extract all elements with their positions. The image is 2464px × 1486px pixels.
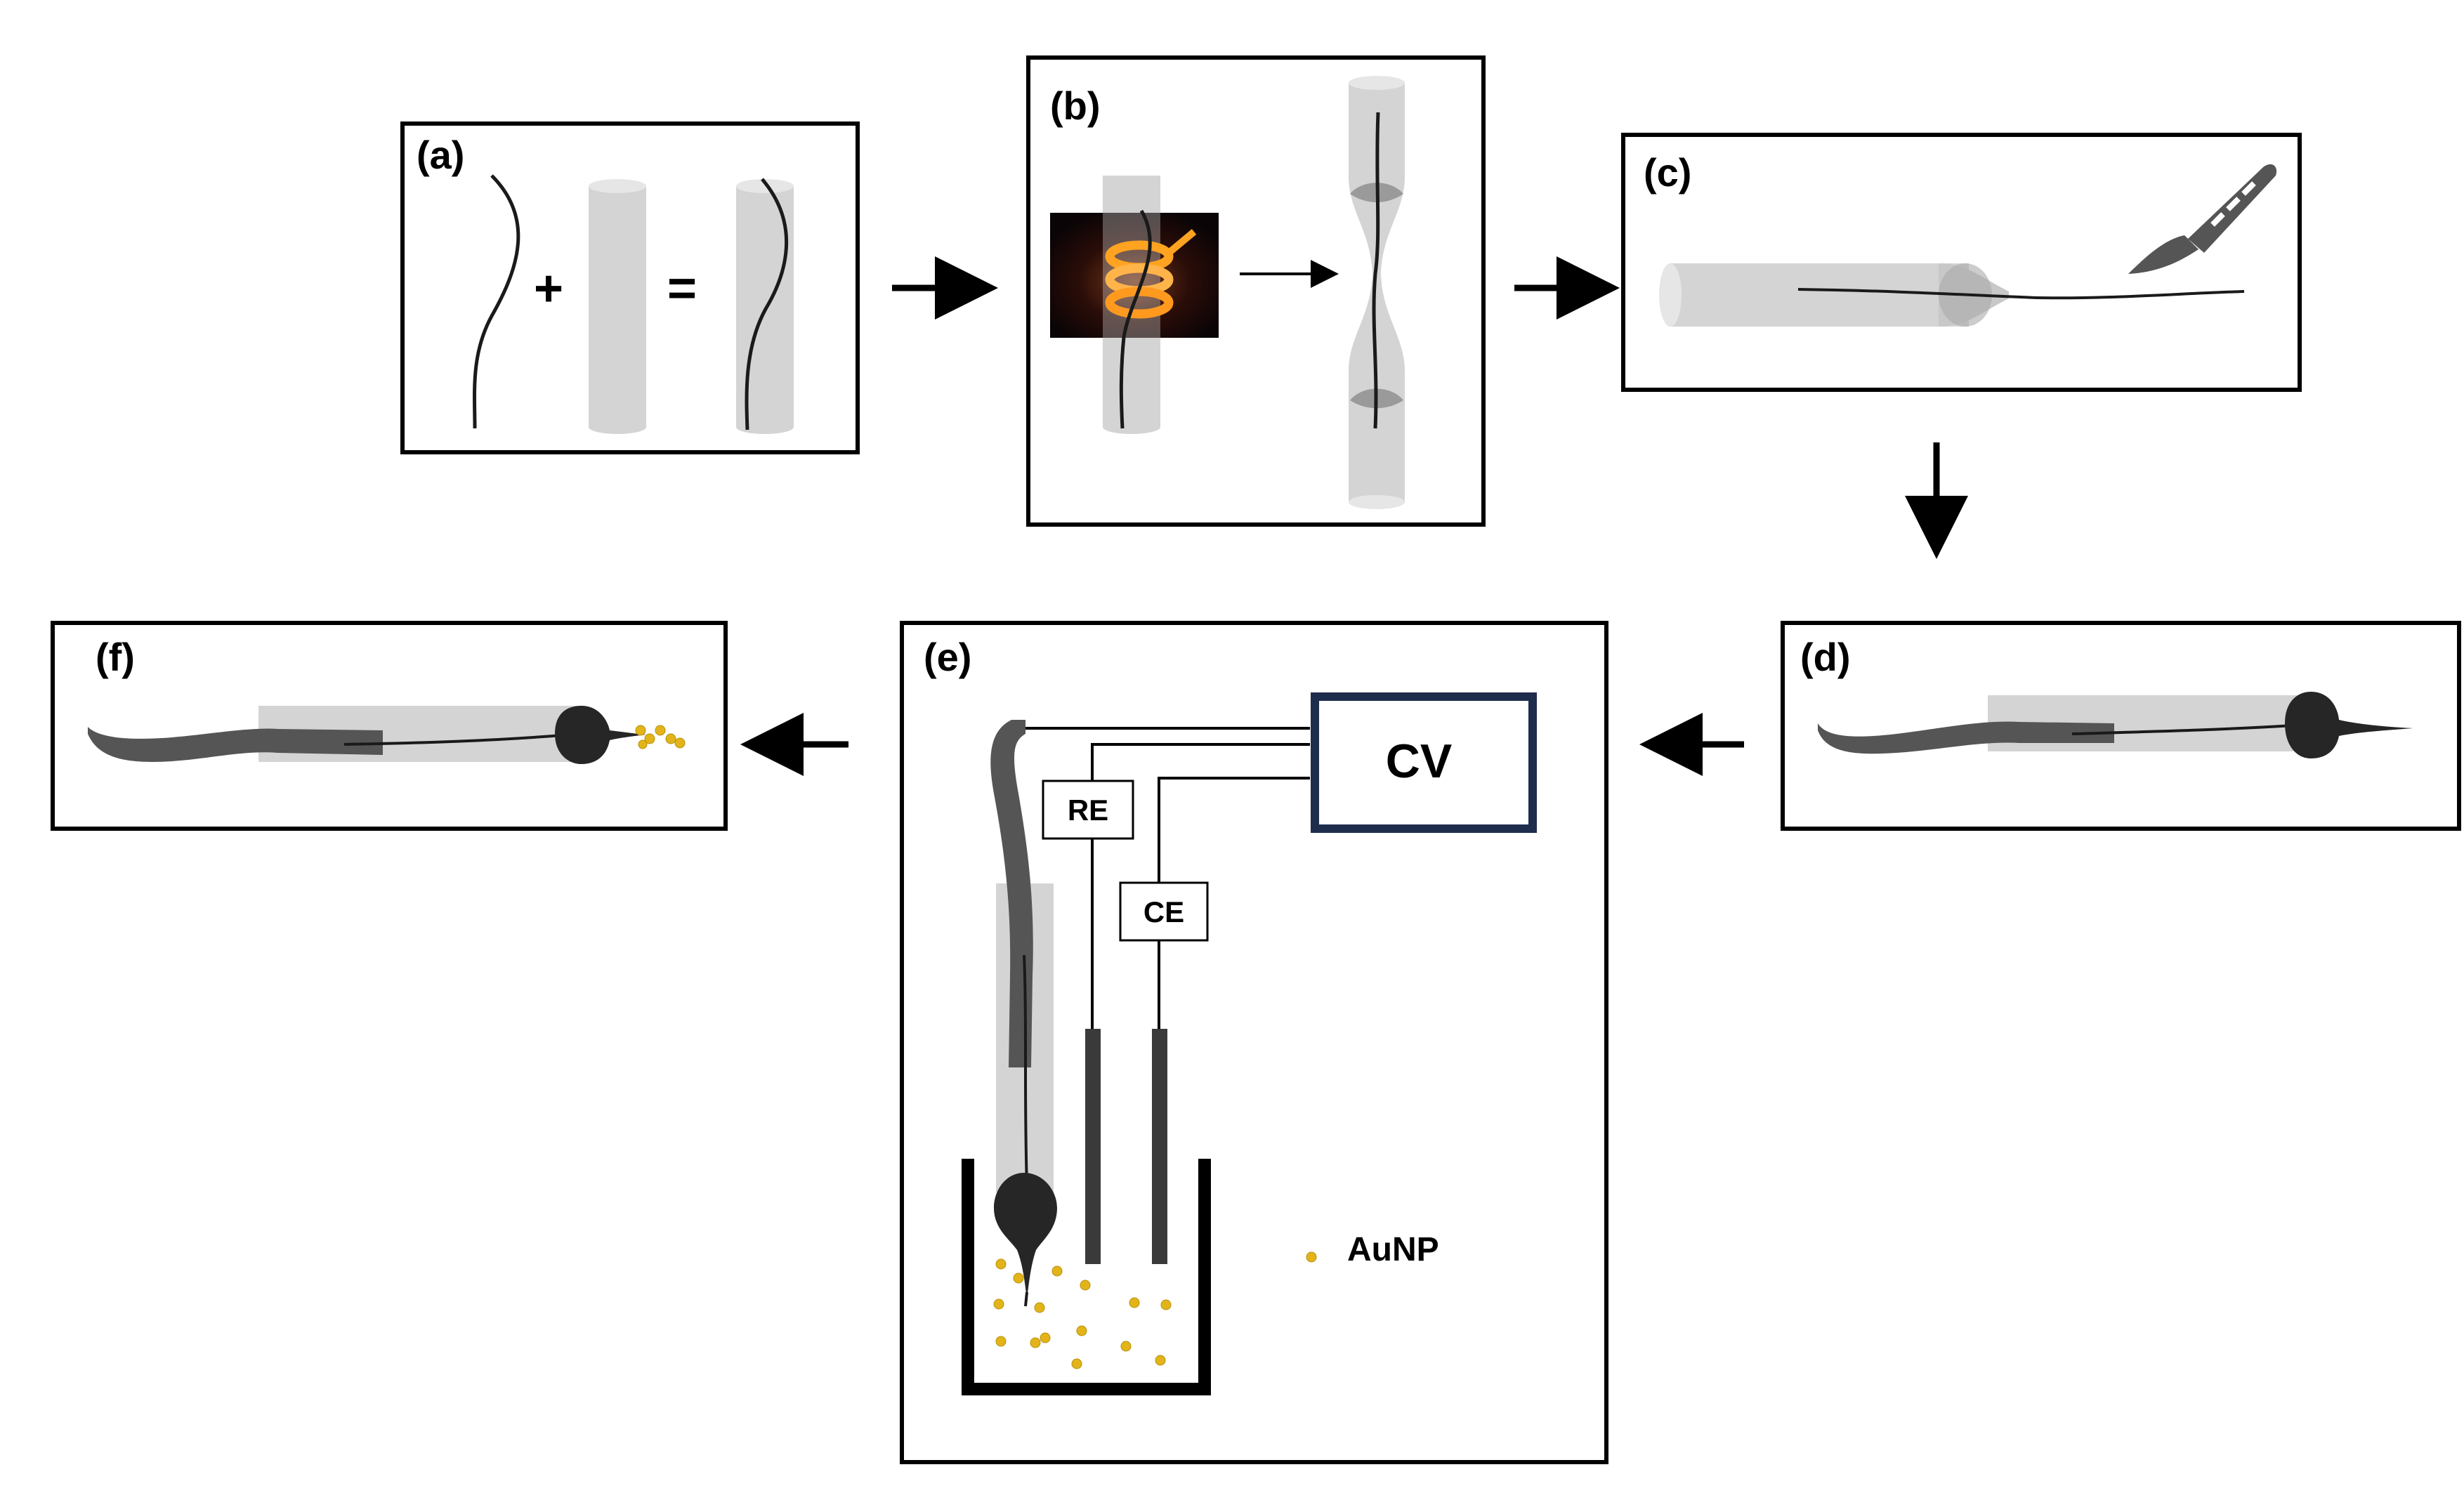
- aunp-particles: [993, 1258, 1172, 1369]
- aunp-on-tip: [635, 725, 686, 749]
- heating-coil-icon: [1050, 213, 1219, 338]
- panel-f: (f): [51, 621, 728, 831]
- panel-a: (a) + =: [400, 121, 860, 454]
- equals-sign: =: [667, 261, 697, 317]
- panel-b: (b): [1026, 55, 1486, 527]
- glass-capillary: [589, 179, 646, 434]
- ce-label: CE: [1143, 895, 1184, 928]
- aunp-legend-label: AuNP: [1347, 1231, 1439, 1268]
- cv-label: CV: [1386, 735, 1452, 788]
- plus-sign: +: [534, 261, 563, 317]
- working-electrode: [990, 720, 1057, 1307]
- panel-e: (e) CV RE CE: [900, 621, 1608, 1464]
- scalpel-icon: [2128, 164, 2277, 274]
- panel-d: (d): [1781, 621, 2461, 831]
- connection-wires: [1022, 727, 1310, 1029]
- counter-electrode-rod: [1152, 1029, 1167, 1264]
- modified-electrode: [88, 706, 646, 764]
- counter-electrode-label-box: [1119, 881, 1209, 942]
- bare-wire: [473, 174, 520, 429]
- panel-b-label: (b): [1050, 84, 1101, 128]
- panel-d-label: (d): [1800, 635, 1851, 679]
- cv-instrument: [1311, 692, 1537, 833]
- panel-f-label: (f): [96, 635, 135, 679]
- aunp-legend-marker: [1306, 1251, 1317, 1263]
- wire-in-coil: [1119, 209, 1152, 429]
- panel-a-label: (a): [417, 133, 464, 177]
- panel-c-label: (c): [1644, 150, 1691, 195]
- capillary-with-wire: [736, 178, 794, 434]
- cut-capillary: [1659, 263, 2245, 327]
- panel-c: (c): [1621, 133, 2302, 392]
- sealed-electrode: [1818, 692, 2413, 758]
- reference-electrode-label-box: [1042, 780, 1134, 840]
- reference-electrode-rod: [1085, 1029, 1101, 1264]
- panel-e-label: (e): [924, 635, 971, 679]
- beaker: [962, 1159, 1211, 1395]
- pulled-capillary: [1349, 76, 1405, 509]
- panel-c-frame: [1621, 133, 2302, 392]
- re-label: RE: [1068, 794, 1108, 827]
